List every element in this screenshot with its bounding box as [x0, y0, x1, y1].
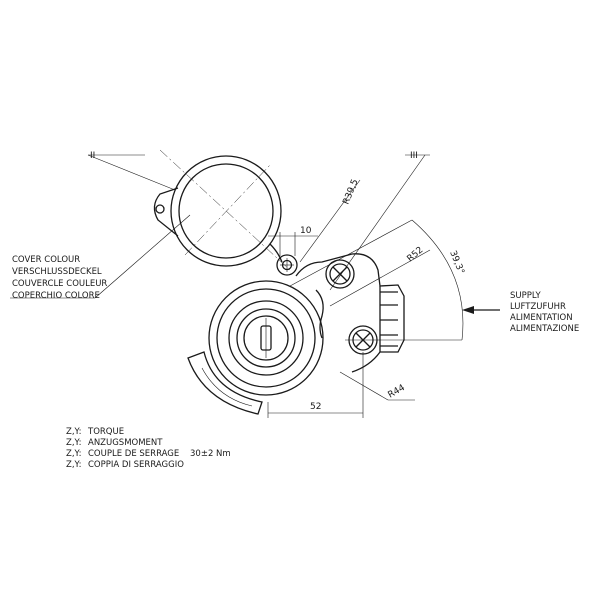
dim-angle: 39,3° — [447, 249, 465, 276]
cover-colour-line-1: COVER COLOUR — [12, 255, 80, 265]
cover-colour-text: COVER COLOUR VERSCHLUSSDECKEL COUVERCLE … — [12, 255, 107, 301]
roman-labels: II III — [90, 151, 418, 161]
coupling-body — [187, 253, 405, 415]
torque-line-4: COPPIA DI SERRAGGIO — [88, 460, 184, 470]
dim-r44: R44 — [387, 383, 408, 401]
label-ii: II — [90, 151, 95, 161]
torque-line-2: ANZUGSMOMENT — [88, 438, 163, 448]
cover-lid — [153, 149, 291, 271]
torque-prefix-3: Z,Y: — [66, 449, 81, 459]
supply-line-1: SUPPLY — [510, 291, 541, 301]
torque-prefix-2: Z,Y: — [66, 438, 81, 448]
dim-r52: R52 — [406, 245, 426, 264]
dim-10: 10 — [300, 226, 312, 236]
torque-line-3: COUPLE DE SERRAGE — [88, 449, 179, 459]
hinge-pin — [276, 254, 298, 276]
dimension-lines — [10, 154, 500, 418]
cover-colour-line-4: COPERCHIO COLORE — [12, 291, 100, 301]
torque-value: 30±2 Nm — [190, 449, 231, 459]
supply-text: SUPPLY LUFTZUFUHR ALIMENTATION ALIMENTAZ… — [510, 291, 579, 334]
label-iii: III — [410, 151, 418, 161]
torque-line-1: TORQUE — [87, 427, 124, 437]
dim-52: 52 — [310, 402, 321, 412]
torque-prefix-4: Z,Y: — [66, 460, 81, 470]
dimension-texts: 10 R39,5 R52 39,3° R44 52 — [300, 178, 466, 412]
dim-r395: R39,5 — [342, 178, 361, 206]
cover-colour-line-2: VERSCHLUSSDECKEL — [12, 267, 102, 277]
torque-text: Z,Y: TORQUE Z,Y: ANZUGSMOMENT Z,Y: COUPL… — [66, 427, 231, 470]
cover-colour-line-3: COUVERCLE COULEUR — [12, 279, 107, 289]
supply-line-2: LUFTZUFUHR — [510, 302, 566, 312]
supply-line-3: ALIMENTATION — [510, 313, 573, 323]
supply-line-4: ALIMENTAZIONE — [510, 324, 579, 334]
torque-prefix-1: Z,Y: — [66, 427, 81, 437]
